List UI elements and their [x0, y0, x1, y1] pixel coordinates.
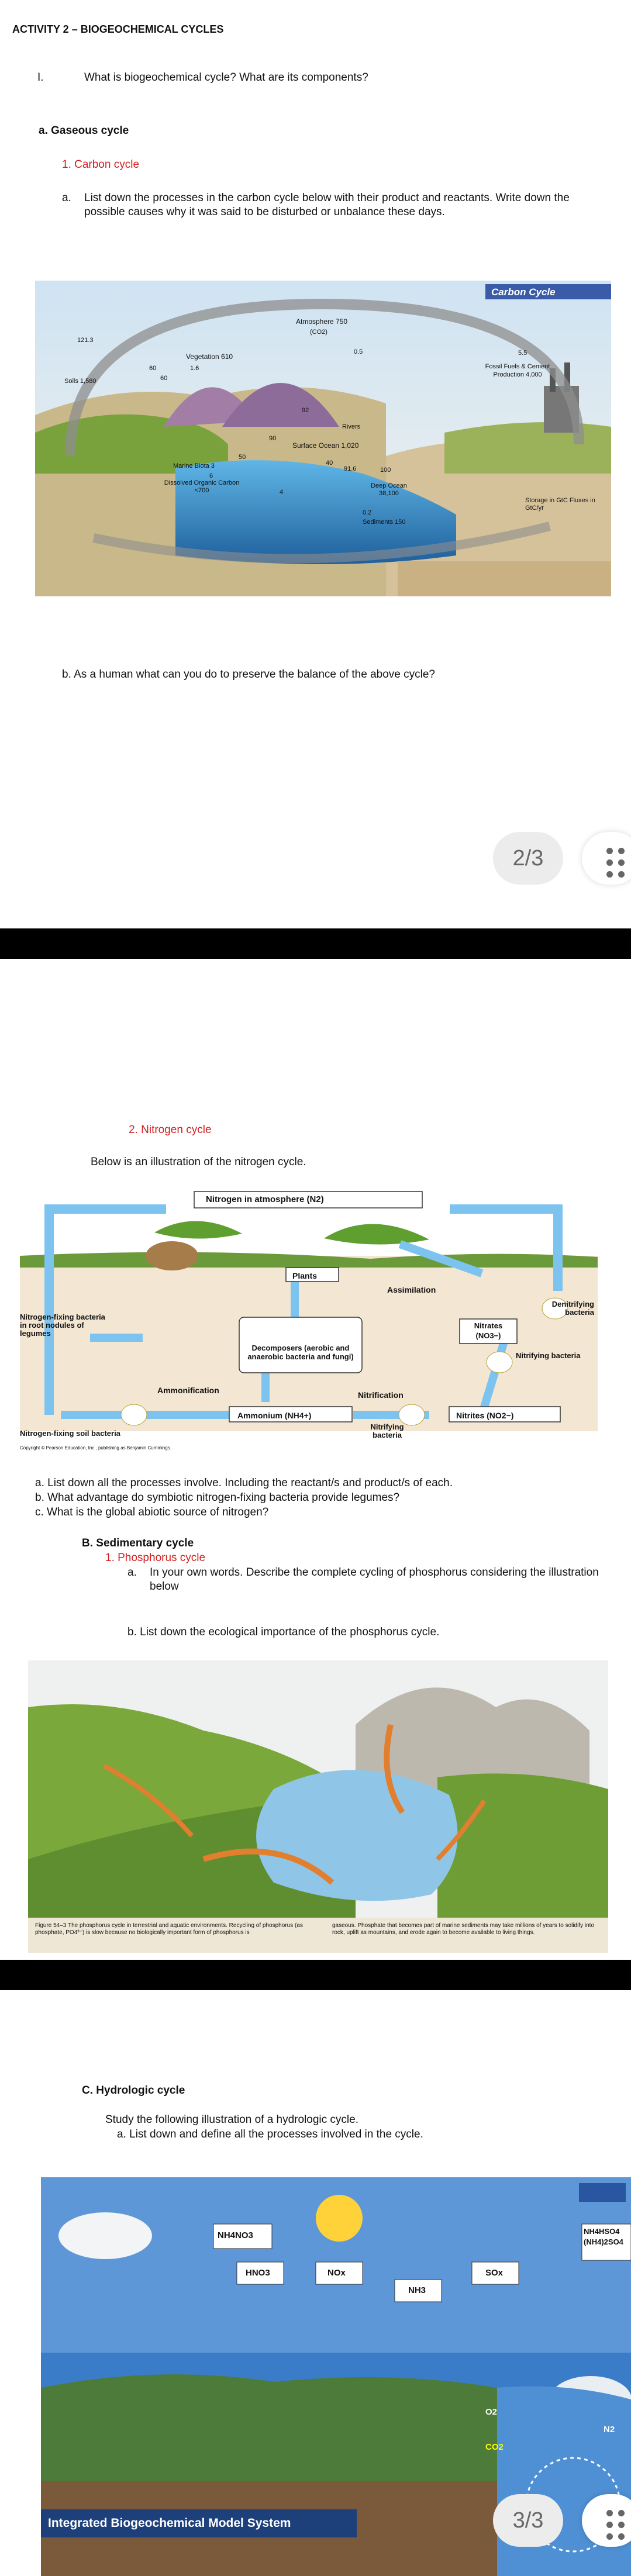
figure-banner: Integrated Biogeochemical Model System [48, 2516, 291, 2530]
page-3: C. Hydrologic cycle Study the following … [0, 1990, 631, 2576]
section-heading: B. Sedimentary cycle [82, 1537, 194, 1549]
question-text: b. As a human what can you do to preserv… [62, 668, 435, 681]
intro-text: Study the following illustration of a hy… [105, 2114, 359, 2126]
figure-caption-left: Figure 54–3 The phosphorus cycle in terr… [35, 1922, 303, 1936]
question-text: a. List down all the processes involve. … [35, 1477, 453, 1489]
label-co2: CO2 [485, 2442, 504, 2452]
label-rivers: Rivers [342, 423, 361, 430]
figure-copyright: Copyright © Pearson Education, Inc., pub… [20, 1445, 171, 1451]
carbon-cycle-figure: Carbon Cycle Atmosphere 750 (CO2) Vegeta… [35, 281, 611, 596]
intro-text: Below is an illustration of the nitrogen… [91, 1156, 306, 1168]
subsection-heading: 1. Phosphorus cycle [105, 1552, 206, 1564]
phosphorus-cycle-figure: Figure 54–3 The phosphorus cycle in terr… [28, 1660, 608, 1953]
question-text: a. List down and define all the processe… [117, 2128, 423, 2140]
label-nox: NOx [327, 2268, 346, 2278]
question-text: c. What is the global abiotic source of … [35, 1506, 269, 1518]
flux-value: 90 [269, 435, 277, 442]
label-marine-biota: Marine Biota 3 [173, 462, 215, 469]
flux-value: 0.5 [354, 348, 363, 355]
label-nitrifying-bacteria: Nitrifying bacteria [516, 1351, 581, 1360]
label-sox: SOx [485, 2268, 504, 2278]
label-n2: N2 [604, 2425, 615, 2435]
flux-value: 92 [302, 407, 309, 414]
question-text: In your own words. Describe the complete… [150, 1566, 599, 1593]
page-1: ACTIVITY 2 – BIOGEOCHEMICAL CYCLES I. Wh… [0, 0, 631, 928]
flux-value: 60 [149, 365, 157, 372]
label-nitrogen-atmosphere: Nitrogen in atmosphere (N2) [206, 1194, 324, 1204]
label-plants: Plants [292, 1271, 318, 1280]
apps-menu-button[interactable] [582, 2494, 631, 2547]
flux-value: 4 [280, 489, 284, 496]
page-2: 2. Nitrogen cycle Below is an illustrati… [0, 959, 631, 1960]
nitrogen-cycle-illustration [20, 1191, 598, 1431]
label-soils: Soils 1,580 [64, 378, 96, 385]
question-text: What is biogeochemical cycle? What are i… [84, 71, 368, 84]
label-assimilation: Assimilation [387, 1285, 436, 1294]
flux-value: 0.2 [363, 509, 372, 516]
label-nitrates: Nitrates (NO3−) [474, 1321, 503, 1340]
question-text: List down the processes in the carbon cy… [84, 192, 570, 218]
label-ammonium: Ammonium (NH4+) [237, 1411, 312, 1420]
label-hno3: HNO3 [246, 2268, 270, 2278]
phosphorus-cycle-illustration [28, 1660, 608, 1918]
subsection-heading: 1. Carbon cycle [62, 158, 140, 171]
label-atmosphere: Atmosphere 750 [296, 317, 348, 326]
label-ammonification: Ammonification [157, 1386, 219, 1395]
label-nh4no3: NH4NO3 [218, 2230, 253, 2240]
flux-value: 40 [326, 460, 333, 467]
label-nitrites: Nitrites (NO2−) [456, 1411, 514, 1420]
section-heading: a. Gaseous cycle [39, 125, 129, 137]
flux-value: 91.6 [344, 465, 357, 472]
label-surface-ocean: Surface Ocean 1,020 [292, 441, 359, 450]
question-text: b. List down the ecological importance o… [127, 1626, 440, 1638]
label-nh3: NH3 [408, 2285, 426, 2295]
flux-value: 60 [160, 375, 168, 382]
item-number: a. [62, 192, 71, 204]
section-heading: C. Hydrologic cycle [82, 2084, 185, 2097]
label-nitrification: Nitrification [358, 1390, 404, 1400]
item-number: a. [127, 1566, 137, 1579]
flux-value: 1.6 [190, 365, 199, 372]
label-deep-ocean: Deep Ocean 38,100 [371, 482, 407, 497]
carbon-cycle-illustration [35, 281, 611, 596]
flux-value: 121.3 [77, 337, 94, 344]
document-title: ACTIVITY 2 – BIOGEOCHEMICAL CYCLES [12, 23, 224, 35]
label-storage-legend: Storage in GtC Fluxes in GtC/yr [525, 497, 595, 512]
question-text: b. What advantage do symbiotic nitrogen-… [35, 1491, 400, 1504]
label-denitrifying-bacteria: Denitrifying bacteria [551, 1300, 594, 1317]
apps-menu-button[interactable] [582, 832, 631, 885]
question-number: I. [37, 71, 44, 84]
figure-caption-right: gaseous. Phosphate that becomes part of … [332, 1922, 595, 1936]
flux-value: 50 [239, 454, 246, 461]
label-vegetation: Vegetation 610 [186, 353, 233, 361]
figure-title: Carbon Cycle [491, 286, 556, 298]
label-nh4hso4: NH4HSO4 (NH4)2SO4 [584, 2227, 623, 2246]
subsection-heading: 2. Nitrogen cycle [129, 1124, 212, 1136]
label-dissolved-organic-carbon: Dissolved Organic Carbon <700 [164, 479, 240, 494]
label-o2: O2 [485, 2407, 498, 2417]
flux-value: 5.5 [518, 350, 527, 357]
label-co2: (CO2) [310, 329, 327, 336]
nitrogen-cycle-figure: Nitrogen in atmosphere (N2) Plants Assim… [20, 1186, 598, 1443]
label-fossil-fuels: Fossil Fuels & Cement Production 4,000 [485, 363, 550, 378]
label-sediments: Sediments 150 [363, 519, 406, 526]
label-nitrifying-bacteria-2: Nitrifying bacteria [370, 1422, 404, 1439]
label-nitrogen-fixing-root: Nitrogen-fixing bacteria in root nodules… [20, 1313, 105, 1338]
label-nitrogen-fixing-soil: Nitrogen-fixing soil bacteria [20, 1429, 120, 1438]
label-decomposers: Decomposers (aerobic and anaerobic bacte… [247, 1344, 354, 1361]
flux-value: 6 [209, 472, 213, 479]
flux-value: 100 [380, 467, 391, 474]
page-indicator: 2/3 [493, 832, 563, 885]
page-indicator: 3/3 [493, 2494, 563, 2547]
